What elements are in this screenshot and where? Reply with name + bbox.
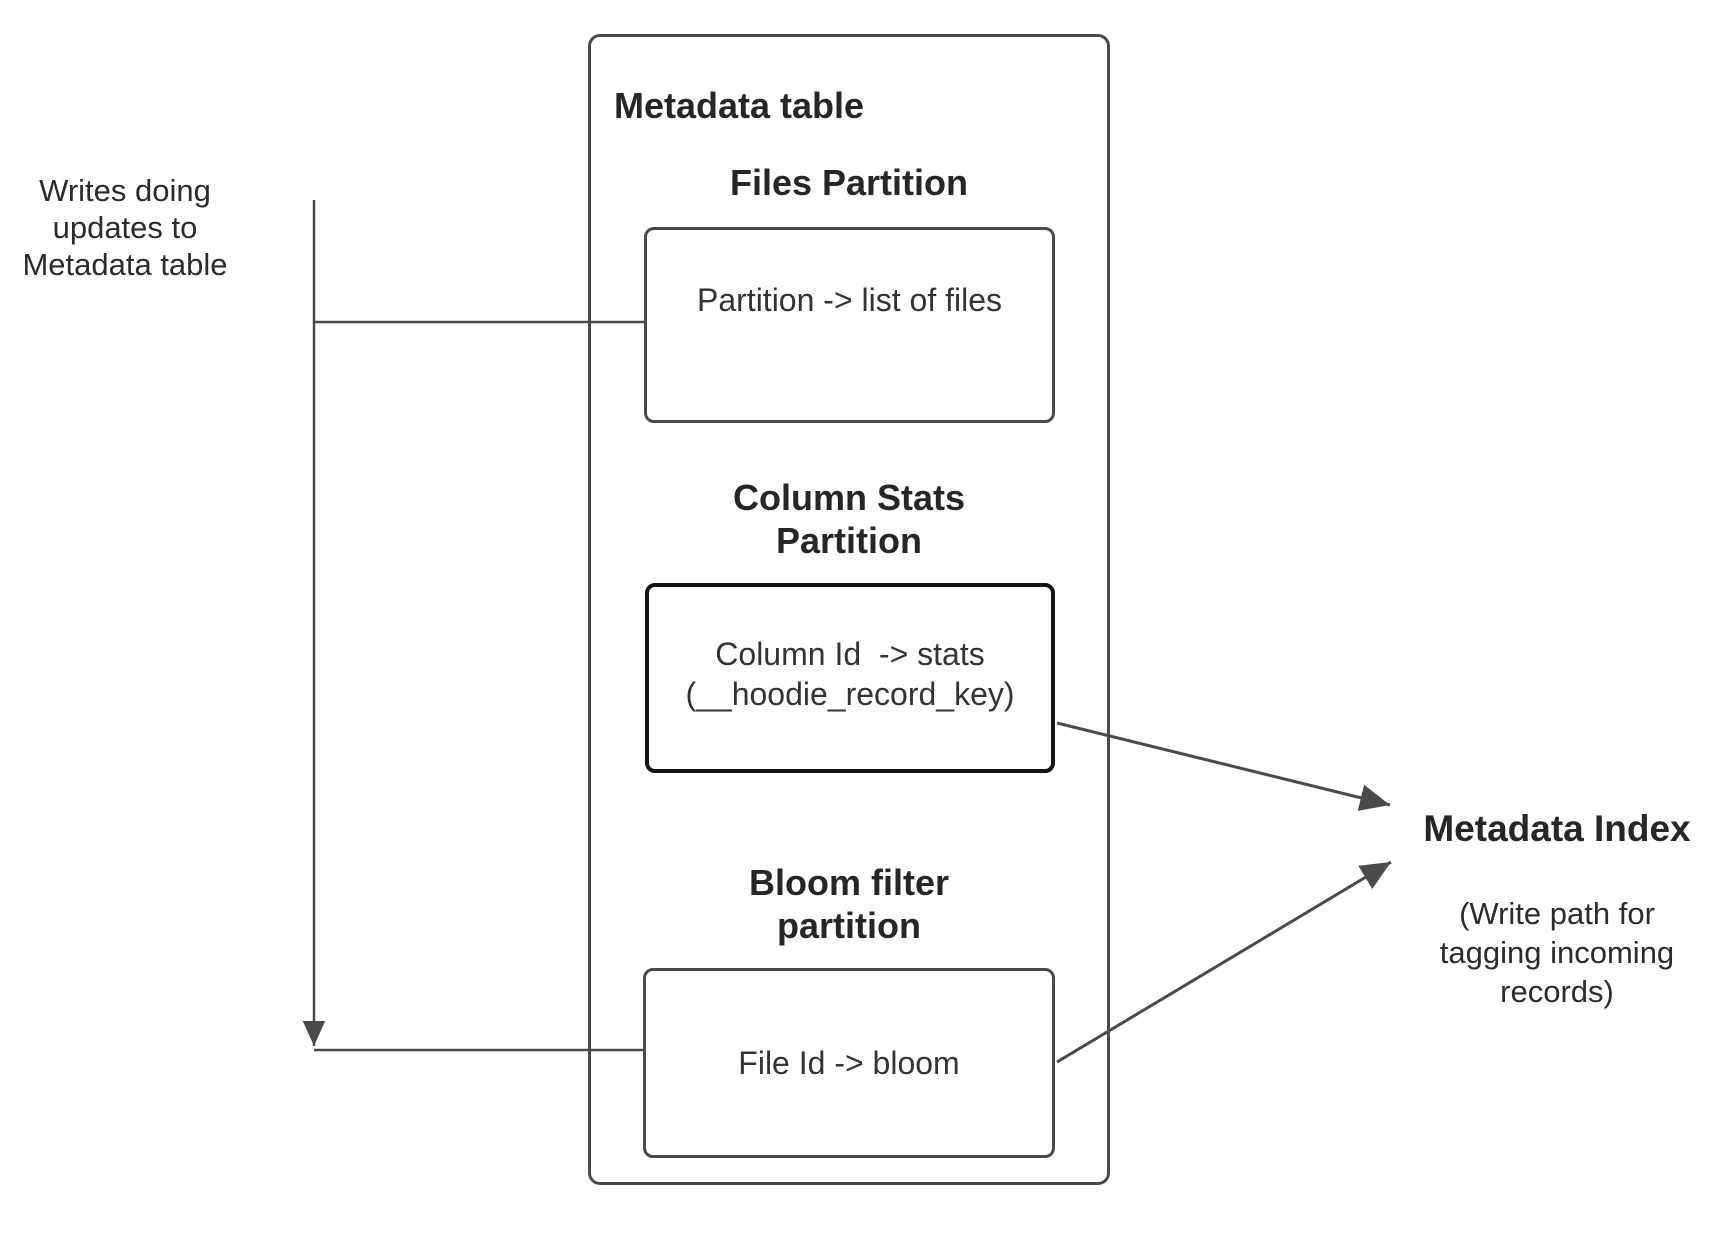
bloom-filter-partition-box: File Id -> bloom: [643, 968, 1055, 1158]
bloom-to-index-arrow: [1056, 860, 1392, 1064]
column-stats-mapping-line-1: Column Id -> stats: [715, 635, 985, 672]
column-stats-partition-heading: Column Stats Partition: [588, 476, 1110, 562]
writes-note: Writes doing updates to Metadata table: [0, 172, 250, 283]
writes-note-line-1: Writes doing: [39, 173, 211, 208]
column-stats-heading-line-1: Column Stats: [732, 477, 965, 518]
bloom-filter-heading-line-2: partition: [777, 905, 921, 946]
metadata-index-caption-line-1: (Write path for: [1459, 896, 1655, 931]
files-partition-heading: Files Partition: [729, 162, 969, 203]
files-partition-mapping: Partition -> list of files: [697, 282, 1002, 318]
column-stats-to-index-arrow: [1056, 721, 1391, 811]
bloom-filter-partition-heading: Bloom filter partition: [588, 861, 1110, 947]
column-stats-mapping-line-2: (__hoodie_record_key): [685, 675, 1015, 712]
files-partition-box: Partition -> list of files: [644, 227, 1055, 423]
metadata-table-box: [588, 34, 1110, 1185]
bloom-filter-mapping: File Id -> bloom: [738, 1045, 960, 1081]
writes-note-line-2: updates to: [52, 210, 198, 245]
metadata-index-caption-line-3: records): [1500, 974, 1614, 1009]
metadata-index-caption-line-2: tagging incoming: [1439, 935, 1675, 970]
writes-note-line-3: Metadata table: [22, 247, 228, 282]
metadata-index-caption: (Write path for tagging incoming records…: [1390, 894, 1718, 1011]
column-stats-partition-box: Column Id -> stats (__hoodie_record_key): [645, 583, 1055, 773]
column-stats-heading-line-2: Partition: [775, 520, 922, 561]
metadata-index-title: Metadata Index: [1423, 808, 1691, 849]
bloom-filter-heading-line-1: Bloom filter: [748, 862, 949, 903]
metadata-table-title: Metadata table: [614, 85, 865, 126]
